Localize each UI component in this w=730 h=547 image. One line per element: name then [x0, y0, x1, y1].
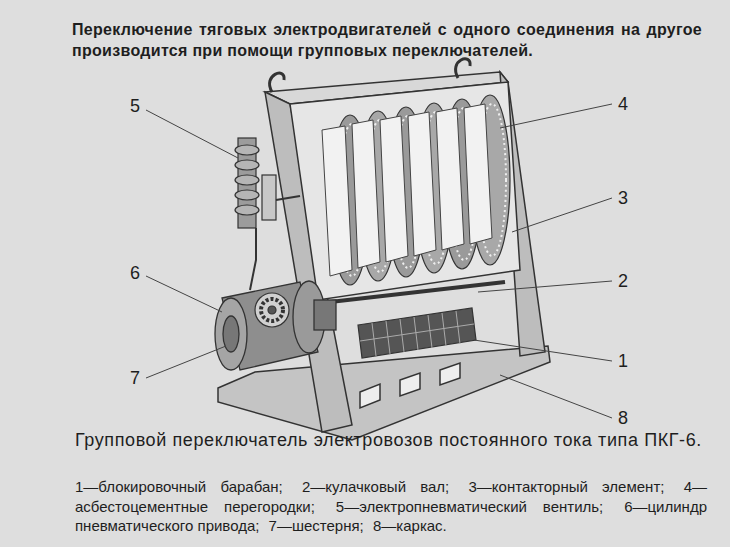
pneumatic-valve: [235, 145, 259, 155]
part-legend-item: 7—шестерня;: [269, 517, 364, 534]
blocking-drum: [360, 324, 474, 341]
leader-line: [146, 346, 226, 378]
frame: [456, 59, 471, 78]
gear: [255, 293, 289, 327]
blocking-drum: [358, 308, 476, 358]
callout-number: 5: [128, 96, 142, 116]
frame: [440, 363, 460, 385]
pneumatic-valve: [250, 228, 256, 290]
contactor-drum: [338, 104, 506, 276]
gear: [261, 299, 283, 321]
pneumatic-valve: [276, 196, 300, 200]
blocking-drum: [456, 311, 460, 344]
pneumatic-valve: [235, 160, 259, 170]
pneumatic-valve: [235, 175, 259, 185]
callout-number: 1: [616, 351, 630, 371]
contactor-drum: [330, 95, 510, 285]
part-legend-item: 5—электропневматический вентиль;: [336, 498, 603, 515]
asbestos-partitions: [436, 108, 464, 250]
leader-line: [146, 276, 222, 312]
part-legend-item: 8—каркас.: [373, 517, 447, 534]
caption-text: Групповой переключатель электровозов пос…: [75, 430, 705, 452]
leader-line: [474, 340, 612, 361]
pneumatic-cylinder: [314, 300, 336, 330]
part-legend-item: 1—блокировочный барабан;: [75, 478, 283, 495]
parts-list: 1—блокировочный барабан; 2—кулачковый ва…: [75, 477, 707, 536]
blocking-drum: [400, 319, 404, 352]
blocking-drum: [360, 311, 474, 356]
frame: [360, 384, 380, 408]
frame: [270, 73, 285, 92]
callout-number: 4: [616, 94, 630, 114]
asbestos-partitions: [322, 126, 352, 276]
callout-number: 6: [128, 263, 142, 283]
frame: [400, 373, 420, 396]
blocking-drum: [442, 313, 446, 346]
blocking-drum: [428, 315, 432, 348]
pneumatic-valve: [235, 138, 300, 290]
pneumatic-cylinder: [215, 298, 247, 370]
leader-line: [478, 281, 612, 292]
callout-number: 8: [616, 408, 630, 428]
title-text: Переключение тяговых электродвигателей с…: [72, 20, 702, 62]
callout-number: 7: [128, 368, 142, 388]
asbestos-partitions: [464, 104, 492, 244]
asbestos-partitions: [408, 112, 436, 256]
callout-number: 2: [616, 271, 630, 291]
blocking-drum: [358, 308, 476, 358]
frame: [290, 82, 520, 300]
pneumatic-cylinder: [215, 281, 336, 370]
callout-number: 3: [616, 188, 630, 208]
pneumatic-valve: [235, 205, 259, 215]
asbestos-partitions: [352, 120, 380, 268]
leader-line: [512, 198, 612, 232]
asbestos-partitions: [380, 116, 408, 262]
pneumatic-valve: [235, 190, 259, 200]
blocking-drum: [414, 317, 418, 350]
leader-line: [500, 375, 612, 418]
part-legend-item: 3—контакторный элемент;: [469, 478, 665, 495]
leader-line: [500, 104, 612, 128]
gear: [255, 293, 289, 327]
part-legend-item: 2—кулачковый вал;: [302, 478, 449, 495]
frame: [218, 59, 550, 440]
asbestos-partitions: [322, 104, 492, 276]
pneumatic-valve: [262, 175, 276, 220]
gear: [268, 306, 276, 314]
leader-line: [146, 110, 238, 158]
leader-line: [146, 104, 612, 418]
